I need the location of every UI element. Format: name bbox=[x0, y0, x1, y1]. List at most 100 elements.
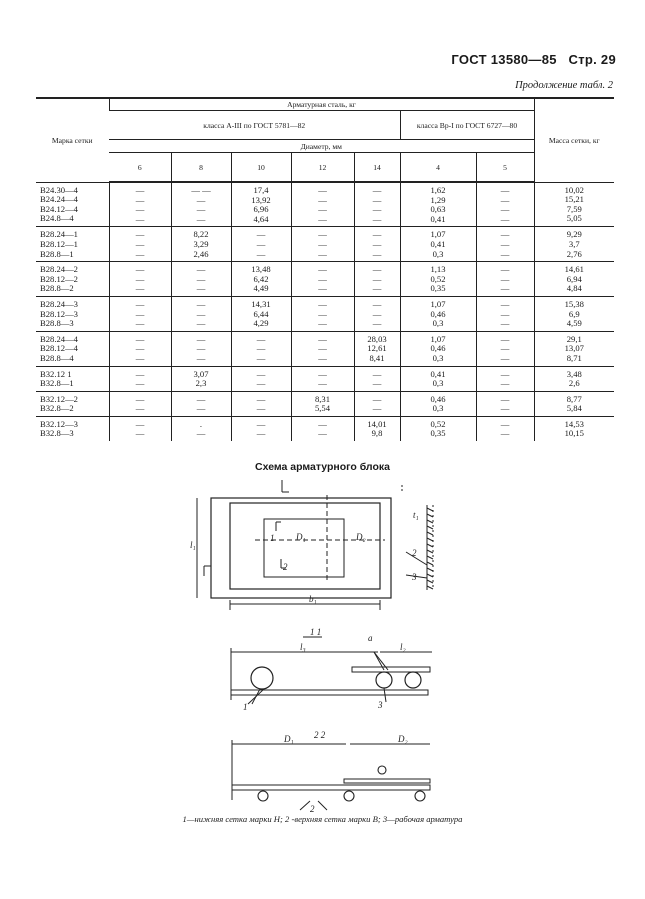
steel-cell: ——— bbox=[170, 331, 231, 367]
cell-line: В32.8—3 bbox=[40, 428, 74, 439]
cell-line: 1,62 bbox=[430, 185, 446, 195]
cell-line: 0,41 bbox=[430, 213, 446, 224]
cell-line: — bbox=[318, 273, 327, 284]
cell-line: В32.12—3 bbox=[40, 418, 78, 429]
cell-line: В28.24—1 bbox=[40, 229, 78, 240]
cell-line: — bbox=[372, 204, 382, 215]
label-t1: t₁ bbox=[413, 510, 419, 520]
cell-line: — bbox=[500, 308, 510, 319]
steel-cell: —— bbox=[108, 416, 171, 442]
section-2-2 bbox=[231, 740, 431, 811]
cell-line: — bbox=[500, 352, 510, 363]
cell-line: — bbox=[372, 185, 382, 195]
cell-line: 2,6 bbox=[568, 378, 580, 389]
cell-line: — bbox=[256, 403, 266, 414]
cell-line: — bbox=[196, 298, 206, 309]
cell-line: — bbox=[135, 238, 145, 249]
cell-line: 0,3 bbox=[432, 318, 444, 329]
label-l1: l₁ bbox=[190, 540, 196, 550]
cell-line: — bbox=[318, 238, 327, 249]
steel-cell: —— bbox=[475, 391, 535, 417]
cell-line: 0,35 bbox=[430, 428, 446, 439]
cell-line: 6,96 bbox=[253, 204, 269, 215]
cell-line: — bbox=[135, 194, 145, 205]
cell-line: В24.12—4 bbox=[40, 203, 78, 214]
cell-line: — bbox=[135, 393, 145, 404]
label-d2: D₂ bbox=[355, 532, 366, 542]
cell-line: В32.8—2 bbox=[40, 403, 74, 414]
cell-line: 4,84 bbox=[566, 283, 582, 294]
cell-line: — bbox=[318, 352, 327, 363]
cell-line: 10,02 bbox=[564, 184, 584, 195]
cell-line: 17,4 bbox=[253, 185, 269, 195]
cell-line: 5,84 bbox=[566, 403, 582, 414]
cell-line: — bbox=[500, 418, 510, 429]
cell-line: — bbox=[500, 204, 510, 215]
steel-cell: ——— bbox=[290, 261, 354, 297]
cell-line: — bbox=[256, 238, 266, 249]
cell-line: 8,22 bbox=[193, 229, 209, 240]
cell-line: — bbox=[135, 403, 145, 414]
cell-line: — bbox=[135, 343, 145, 354]
cell-line: — bbox=[196, 318, 206, 329]
header-mass: Масса сетки, кг bbox=[533, 97, 615, 183]
cell-line: — bbox=[500, 213, 510, 224]
cell-line: 12,61 bbox=[367, 343, 387, 354]
diameter-cell: 5 bbox=[475, 152, 535, 183]
diameter-cell: 4 bbox=[399, 152, 476, 183]
cell-line: — bbox=[256, 248, 266, 259]
diameter-cell: 6 bbox=[109, 152, 171, 183]
cell-line: — bbox=[196, 403, 206, 414]
cell-line: — bbox=[135, 368, 145, 379]
steel-cell: ——— bbox=[353, 296, 400, 332]
cell-line: 10,15 bbox=[564, 428, 584, 439]
table-continuation-note: Продолжение табл. 2 bbox=[515, 80, 613, 91]
label-l3: l₃ bbox=[300, 642, 306, 652]
cell-line: — bbox=[256, 393, 266, 404]
cell-line: — bbox=[135, 318, 145, 329]
cell-line: — bbox=[318, 318, 327, 329]
header-class-bp1: класса Вр-I по ГОСТ 6727—80 bbox=[399, 110, 535, 140]
cell-line: 2,3 bbox=[195, 378, 207, 389]
cell-line: — bbox=[318, 298, 327, 309]
cell-line: — bbox=[135, 418, 145, 429]
cell-line: — bbox=[372, 403, 382, 414]
cell-line: — bbox=[196, 273, 206, 284]
steel-cell: ——— bbox=[230, 226, 291, 263]
cell-line: 0,35 bbox=[430, 283, 446, 294]
label-bottom-mesh: 1 bbox=[243, 702, 248, 712]
cell-line: — bbox=[372, 378, 382, 389]
steel-cell: ——— bbox=[290, 331, 354, 367]
steel-cell: ——— bbox=[108, 261, 171, 297]
cell-line: 0,63 bbox=[430, 204, 446, 215]
steel-cell: ——— bbox=[170, 296, 231, 332]
cell-line: — bbox=[196, 333, 206, 344]
cell-line: 28,03 bbox=[367, 333, 387, 344]
cell-line: 13,07 bbox=[564, 343, 584, 354]
cell-line: 5,54 bbox=[314, 403, 331, 414]
cell-line: — bbox=[256, 418, 266, 429]
header-steel-group: Арматурная сталь, кг bbox=[108, 97, 535, 111]
cell-line: — bbox=[500, 298, 510, 309]
steel-cell: —— bbox=[230, 391, 291, 417]
cell-line: В28.12—3 bbox=[40, 308, 78, 319]
label-a: а bbox=[368, 633, 373, 643]
steel-cell: ——— bbox=[108, 296, 171, 332]
